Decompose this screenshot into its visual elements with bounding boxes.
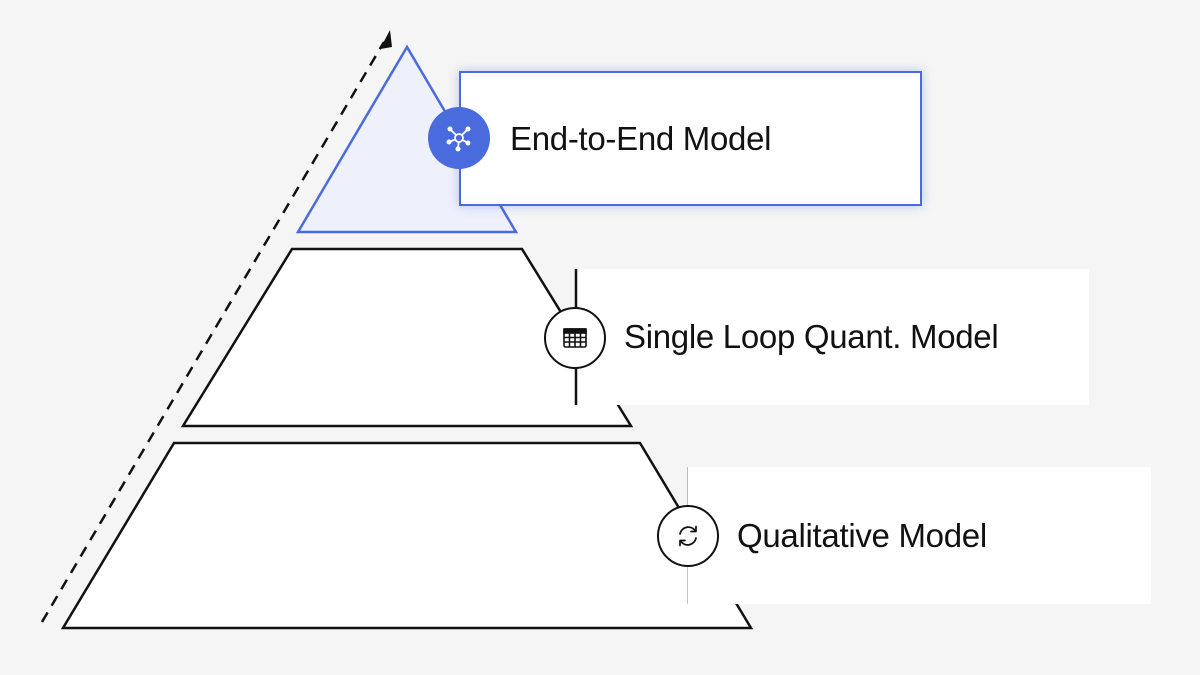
table-grid-icon [544, 307, 606, 369]
network-icon [428, 107, 490, 169]
progression-arrowhead [380, 30, 392, 49]
level-label-qualitative: Qualitative Model [737, 516, 987, 554]
level-card-end-to-end: End-to-End Model [459, 71, 922, 206]
refresh-cycle-icon [657, 505, 719, 567]
level-card-single-loop: Single Loop Quant. Model [575, 269, 1089, 405]
pyramid-tier-bottom [60, 441, 754, 630]
progression-arrow-line [40, 41, 386, 623]
level-label-single-loop: Single Loop Quant. Model [624, 318, 999, 355]
level-label-end-to-end: End-to-End Model [510, 119, 772, 157]
level-card-qualitative: Qualitative Model [688, 467, 1151, 604]
pyramid-tier-middle [180, 247, 634, 428]
